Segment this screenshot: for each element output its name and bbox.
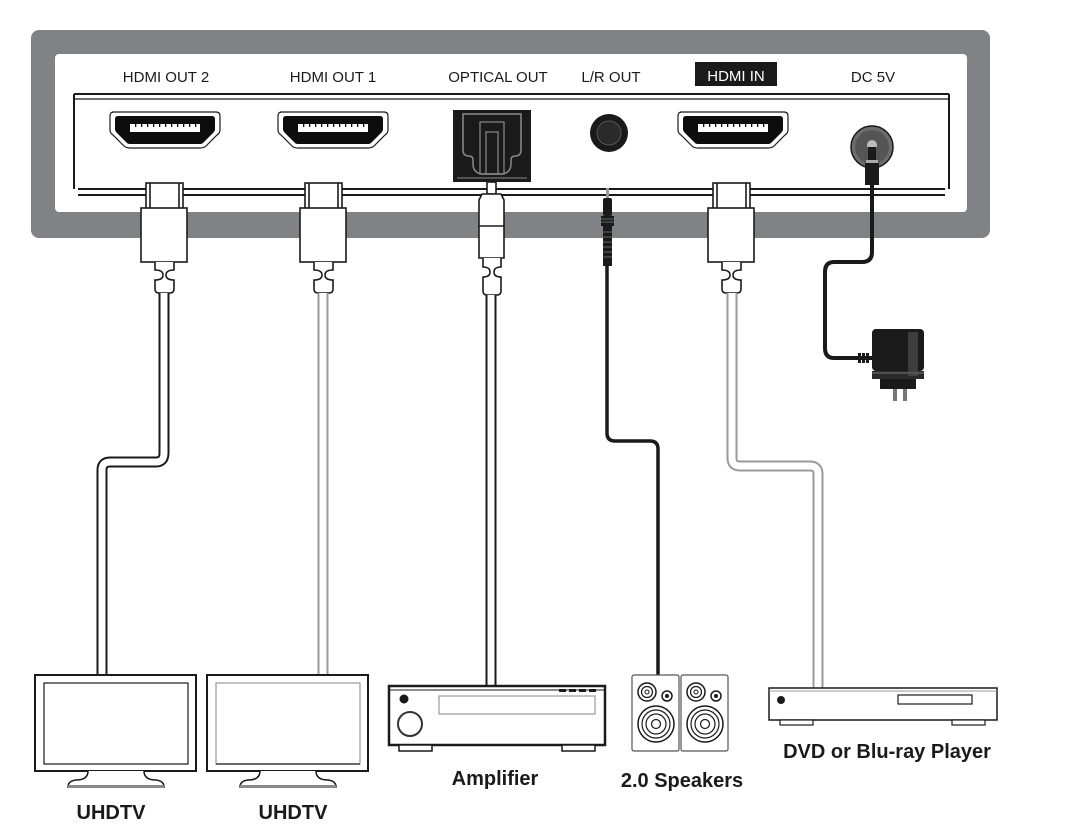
hdmi-in-port-icon[interactable]: [677, 111, 789, 149]
optical-plug: [478, 181, 505, 296]
device-label-speakers: 2.0 Speakers: [621, 770, 743, 792]
dc-5v-jack-icon[interactable]: [850, 125, 894, 185]
hdmi-plug-out-2: [140, 182, 188, 294]
lr-out-jack-icon[interactable]: [590, 114, 628, 152]
port-label-optical-out: OPTICAL OUT: [448, 69, 547, 86]
speakers-icon: [631, 674, 729, 752]
cable-hdmi-in: [726, 293, 824, 690]
amplifier-icon: [387, 684, 607, 752]
hdmi-plug-in: [707, 182, 755, 294]
port-label-dc-5v: DC 5V: [851, 69, 895, 86]
port-label-lr-out: L/R OUT: [581, 69, 640, 86]
cable-power: [823, 185, 878, 360]
audio-plug: [601, 188, 614, 266]
uhdtv-2-icon: [206, 674, 369, 788]
cable-audio: [605, 266, 660, 675]
port-label-hdmi-out-2: HDMI OUT 2: [123, 69, 209, 86]
device-label-amplifier: Amplifier: [452, 768, 539, 790]
port-label-hdmi-in: HDMI IN: [707, 68, 765, 85]
rear-panel: [73, 93, 950, 196]
hdmi-plug-out-1: [299, 182, 347, 294]
power-adapter-icon: [858, 329, 924, 401]
hdmi-out-1-port-icon[interactable]: [277, 111, 389, 149]
port-label-hdmi-out-1: HDMI OUT 1: [290, 69, 376, 86]
hdmi-out-2-port-icon[interactable]: [109, 111, 221, 149]
port-label-highlight: [695, 62, 777, 86]
optical-out-port-icon[interactable]: [453, 110, 531, 182]
speaker-right: [680, 674, 729, 752]
dvd-player-icon: [768, 687, 998, 726]
speaker-left: [631, 674, 680, 752]
cable-hdmi-out-2: [96, 293, 170, 676]
device-label-uhdtv-2: UHDTV: [259, 802, 329, 824]
device-label-player: DVD or Blu-ray Player: [783, 741, 991, 763]
uhdtv-1-icon: [34, 674, 197, 788]
device-label-uhdtv-1: UHDTV: [77, 802, 147, 824]
